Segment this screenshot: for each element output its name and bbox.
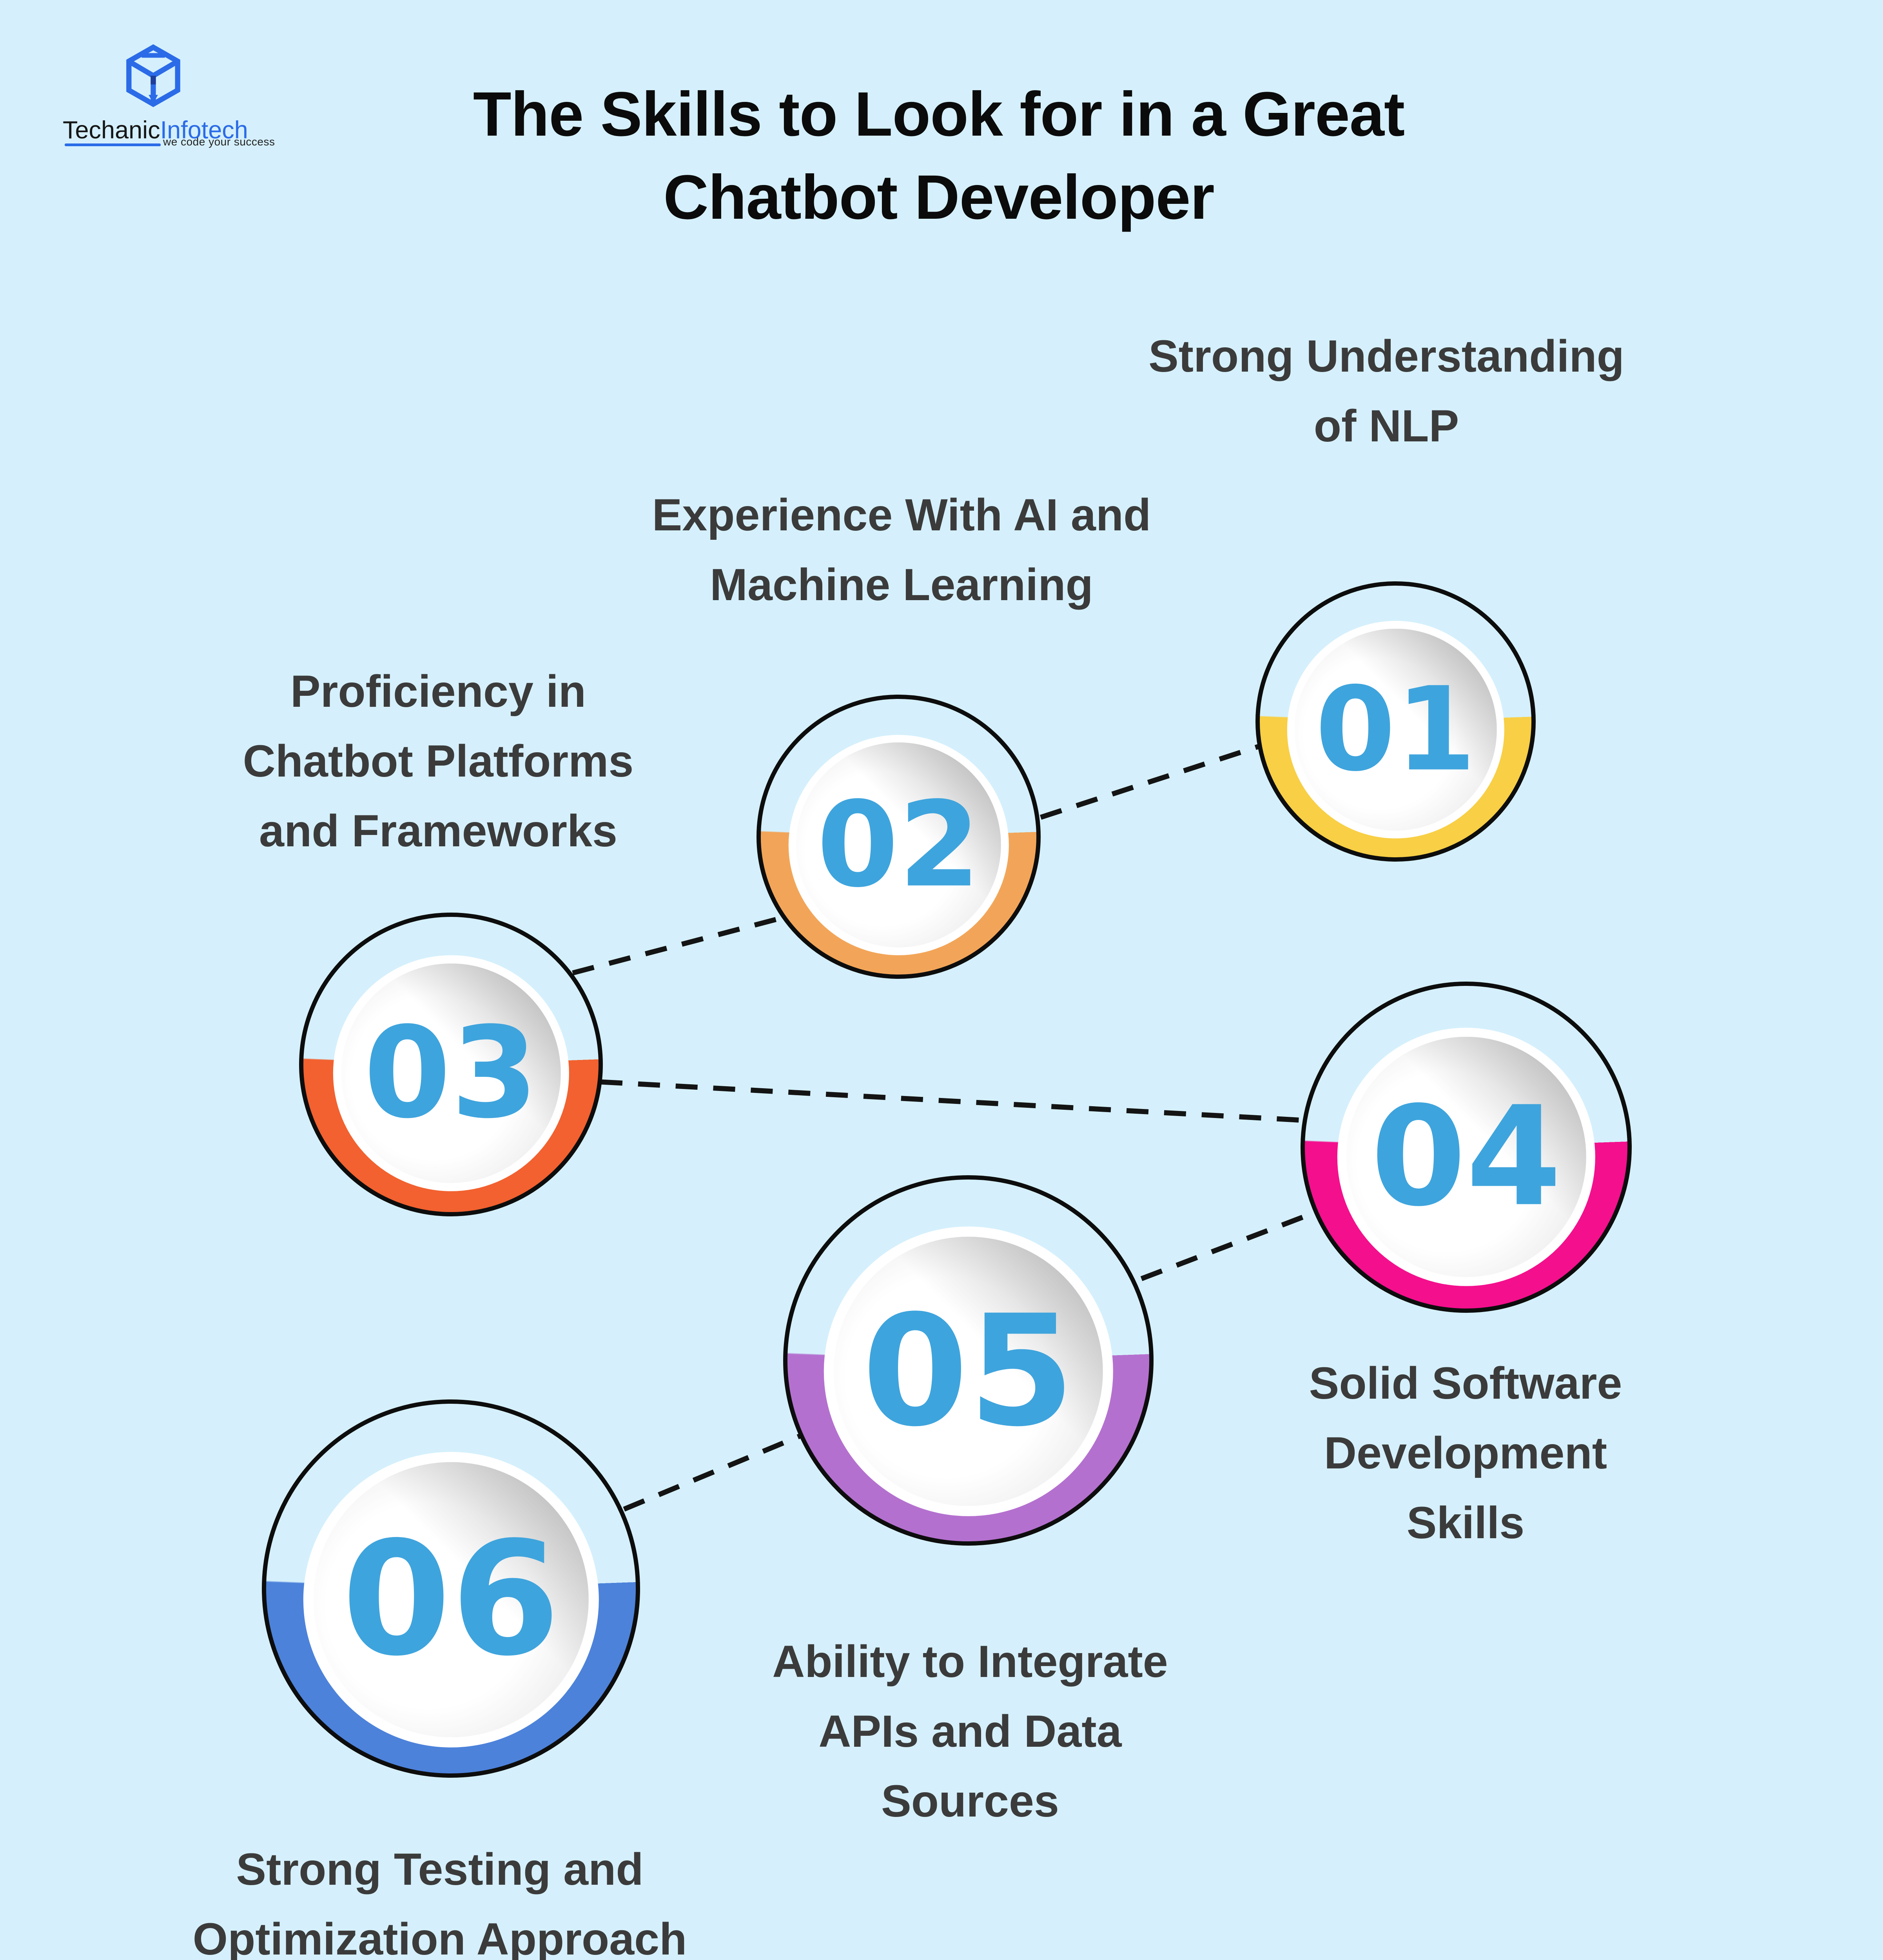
connector-05-04 — [1140, 1209, 1319, 1281]
step-disc-06: 06 — [303, 1452, 599, 1748]
step-disc-04: 04 — [1337, 1027, 1595, 1286]
connector-02-01 — [1039, 743, 1263, 820]
step-disc-01: 01 — [1287, 621, 1504, 838]
connector-03-04 — [600, 1079, 1305, 1123]
step-disc-05: 05 — [824, 1226, 1113, 1516]
brand-name-infotech: Infotech — [160, 116, 248, 144]
step-disc-03: 03 — [333, 955, 569, 1192]
connector-03-02 — [572, 915, 784, 976]
step-circle-02: 02 — [756, 695, 1041, 979]
step-number-04: 04 — [1370, 1077, 1562, 1237]
step-number-01: 01 — [1315, 662, 1476, 797]
step-circle-04: 04 — [1301, 982, 1632, 1313]
step-label-06: Strong Testing and Optimization Approach — [192, 1844, 687, 1960]
brand-wordmark: TechanicInfotech — [63, 116, 248, 144]
step-number-02: 02 — [816, 776, 981, 913]
step-circle-03: 03 — [299, 913, 603, 1216]
page-title-line1: The Skills to Look for in a Great — [473, 79, 1405, 149]
step-label-04: Solid Software Development Skills — [1309, 1358, 1622, 1548]
step-label-01: Strong Understanding of NLP — [1148, 331, 1624, 451]
step-number-03: 03 — [363, 1000, 539, 1147]
brand-cube-logo-icon — [126, 44, 180, 107]
brand-name-techanic: Techanic — [63, 116, 160, 144]
step-disc-02: 02 — [788, 735, 1009, 955]
step-number-05: 05 — [862, 1282, 1075, 1461]
step-label-03: Proficiency in Chatbot Platforms and Fra… — [243, 666, 634, 856]
brand-logo: TechanicInfotech we code your success — [0, 0, 298, 165]
step-number-06: 06 — [342, 1508, 560, 1691]
step-label-02: Experience With AI and Machine Learning — [652, 490, 1151, 610]
step-label-05: Ability to Integrate APIs and Data Sourc… — [772, 1637, 1168, 1826]
connector-06-05 — [623, 1433, 802, 1512]
brand-tagline: we code your success — [163, 136, 275, 148]
step-circle-06: 06 — [262, 1399, 640, 1778]
page-title-line2: Chatbot Developer — [663, 162, 1214, 232]
step-circle-01: 01 — [1255, 581, 1536, 862]
page-title: The Skills to Look for in a Great Chatbo… — [427, 73, 1450, 239]
step-circle-05: 05 — [783, 1175, 1154, 1546]
brand-underline — [65, 143, 161, 146]
